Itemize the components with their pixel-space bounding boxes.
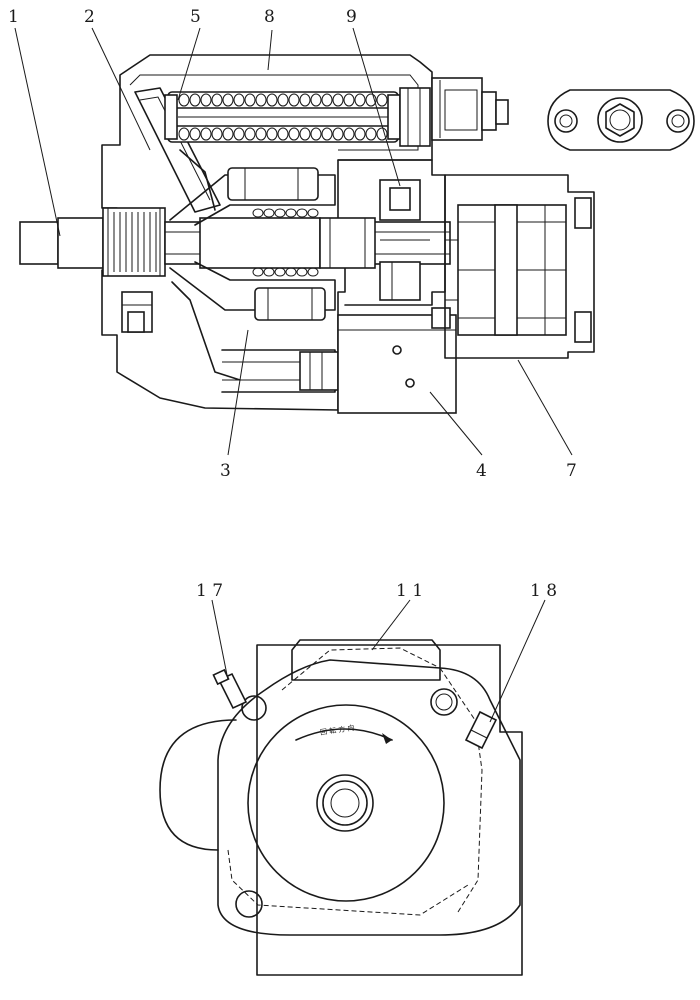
compensator-block xyxy=(431,77,509,141)
end-cover xyxy=(337,307,457,414)
control-spring-assembly xyxy=(164,87,431,147)
spring-coil xyxy=(343,93,355,107)
port-flange xyxy=(547,89,695,151)
top-boss xyxy=(291,639,441,681)
housing-cavity xyxy=(129,74,419,151)
spring-coil xyxy=(200,93,212,107)
spring-coil xyxy=(233,127,245,141)
rear-body xyxy=(256,644,523,976)
label-1: 1 xyxy=(8,7,19,27)
rotation-text: 回 転 方 向 xyxy=(319,723,355,737)
shaft-outer xyxy=(316,774,374,832)
pump-sectional-view xyxy=(19,54,695,414)
spring-coil xyxy=(255,127,267,141)
cylinder-block xyxy=(169,149,339,393)
callout-labels: 1 2 5 8 9 3 4 7 1 7 1 1 1 8 xyxy=(8,7,577,601)
swash-plate xyxy=(134,87,221,213)
label-3: 3 xyxy=(220,461,231,481)
shaft-spring-coil xyxy=(285,208,297,218)
spring-coil xyxy=(299,93,311,107)
spring-coil xyxy=(288,93,300,107)
spring-coil xyxy=(343,127,355,141)
spring-coil xyxy=(244,93,256,107)
spring-coil xyxy=(365,93,377,107)
label-8: 8 xyxy=(264,7,275,27)
side-housing xyxy=(159,719,237,851)
spring-coil xyxy=(178,93,190,107)
spring-coil xyxy=(277,127,289,141)
mounting-flange xyxy=(217,659,521,936)
label-17: 1 7 xyxy=(196,581,223,601)
hidden-outline xyxy=(227,647,483,916)
pump-end-view: 回 転 方 向 xyxy=(159,639,523,976)
gear-pump xyxy=(444,174,595,359)
label-7: 7 xyxy=(566,461,577,481)
rotation-arrow xyxy=(295,728,393,741)
spring-coil xyxy=(365,127,377,141)
spring-coil xyxy=(266,127,278,141)
drain-plug xyxy=(121,291,153,333)
shaft-spring-coil xyxy=(285,267,297,277)
shaft-spring-coil xyxy=(252,208,264,218)
spring-coil xyxy=(189,93,201,107)
shaft-spring-coil xyxy=(307,208,319,218)
bolt-hole-top-left xyxy=(241,695,267,721)
spring-coil xyxy=(299,127,311,141)
drive-shaft xyxy=(19,207,451,277)
pilot-boss xyxy=(247,704,445,902)
spring-coil xyxy=(321,93,333,107)
spring-coil xyxy=(376,127,388,141)
shaft-spring-coil xyxy=(263,208,275,218)
spring-coil xyxy=(354,93,366,107)
shaft-spring-coil xyxy=(274,267,286,277)
shaft-inner xyxy=(330,788,360,818)
spring-coil xyxy=(266,93,278,107)
shaft-spring-coil xyxy=(274,208,286,218)
label-18: 1 8 xyxy=(530,581,557,601)
spring-coil xyxy=(321,127,333,141)
fitting-17 xyxy=(212,668,248,710)
spring-coil xyxy=(332,93,344,107)
spring-coil xyxy=(288,127,300,141)
spring-coil xyxy=(189,127,201,141)
spring-coil xyxy=(332,127,344,141)
shaft-spring-coil xyxy=(307,267,319,277)
leader-lines xyxy=(14,27,573,723)
bolt-hole-bottom-left xyxy=(235,890,263,918)
valve-plate xyxy=(337,159,446,306)
spring-coil xyxy=(255,93,267,107)
spring-coil xyxy=(244,127,256,141)
spring-coil xyxy=(222,93,234,107)
bolt-hole-top-right xyxy=(430,688,458,716)
label-4: 4 xyxy=(476,461,487,481)
spring-coil xyxy=(211,127,223,141)
spring-coil xyxy=(310,127,322,141)
spring-coil xyxy=(200,127,212,141)
label-5: 5 xyxy=(190,7,201,27)
shaft-spring-coil xyxy=(263,267,275,277)
spring-coil xyxy=(211,93,223,107)
spring-coil xyxy=(277,93,289,107)
shaft-spring-coil xyxy=(252,267,264,277)
label-11: 1 1 xyxy=(396,581,423,601)
spring-coil xyxy=(222,127,234,141)
spring-coil xyxy=(233,93,245,107)
spring-coil xyxy=(178,127,190,141)
label-9: 9 xyxy=(346,7,357,27)
fitting-18 xyxy=(464,710,498,750)
label-2: 2 xyxy=(84,7,95,27)
shaft-spring-coil xyxy=(296,208,308,218)
spring-coil xyxy=(310,93,322,107)
spring-coil xyxy=(376,93,388,107)
spring-coil xyxy=(354,127,366,141)
shaft-spring-coil xyxy=(296,267,308,277)
